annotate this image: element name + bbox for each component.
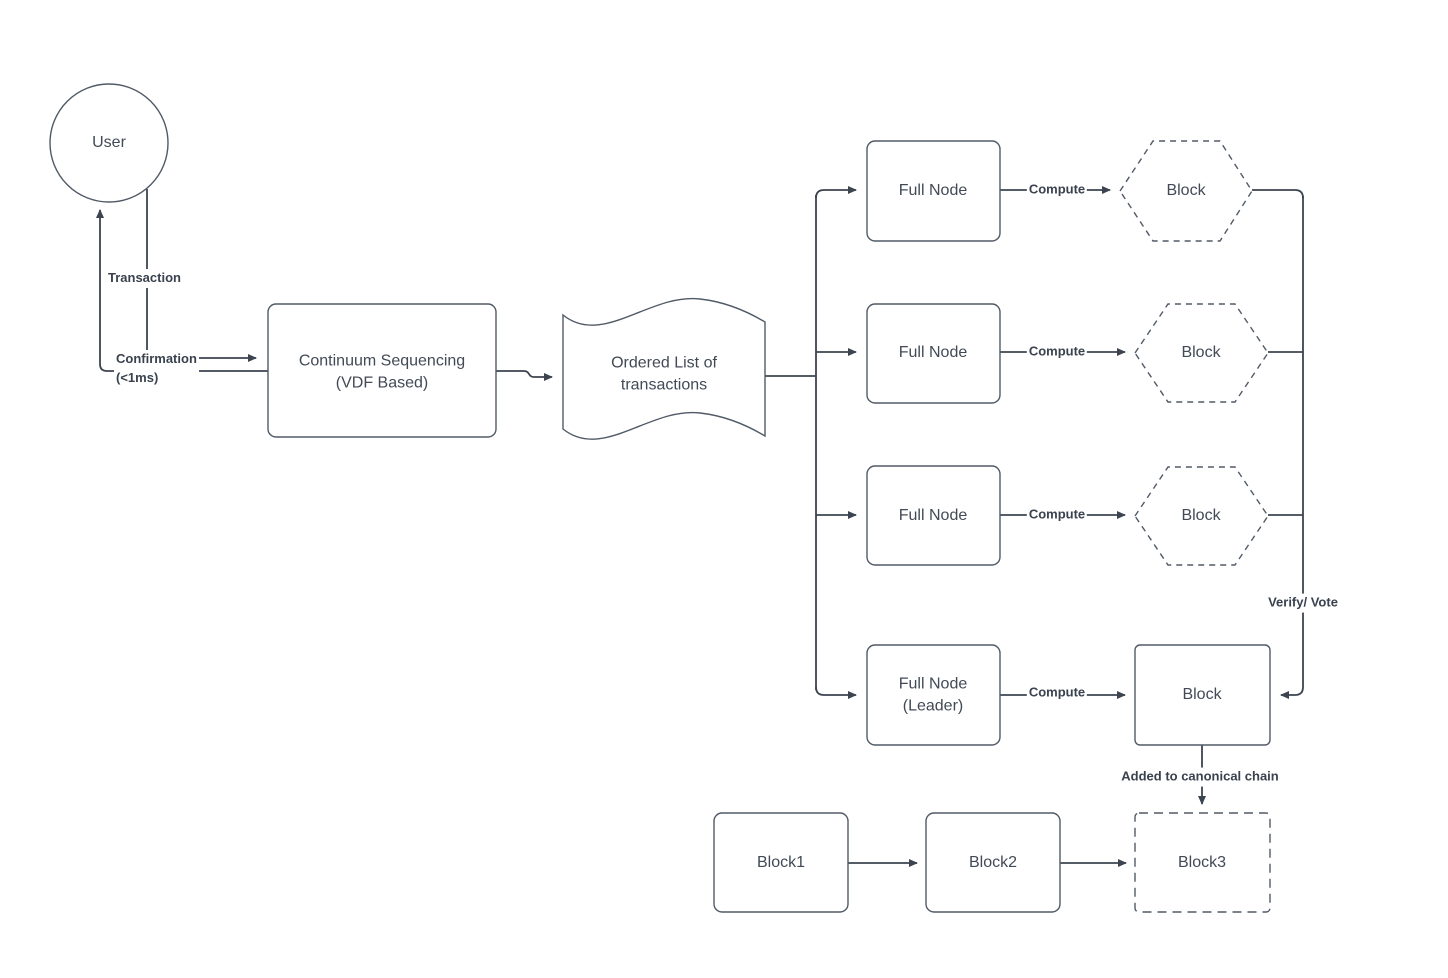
compute-edge-label-leader: Compute: [1026, 683, 1088, 703]
node-full-node-2: [866, 303, 1001, 404]
node-block-leader: [1134, 644, 1271, 746]
edge-rail-to-leader: [815, 686, 857, 699]
node-block-hex-3: [1134, 466, 1269, 566]
confirmation-edge-label: Confirmation (<1ms): [114, 350, 199, 388]
node-sequencer: [267, 303, 497, 438]
node-full-node-1: [866, 140, 1001, 242]
full-node-3-label: Full Node: [898, 507, 968, 525]
full-node-leader-line1: Full Node: [898, 675, 968, 693]
block-hex-2-label: Block: [1181, 344, 1221, 362]
confirmation-line1: Confirmation: [116, 351, 197, 366]
node-block-hex-2: [1134, 303, 1269, 403]
edge-rail-to-node1: [815, 186, 857, 199]
node-chain-block3: [1134, 812, 1271, 913]
full-node-2-label: Full Node: [898, 344, 968, 362]
compute-edge-label-1: Compute: [1026, 180, 1088, 200]
added-to-chain-edge-label: Added to canonical chain: [1119, 767, 1281, 787]
block-hex-3-label: Block: [1181, 507, 1221, 525]
compute-edge-label-3: Compute: [1026, 505, 1088, 525]
block-hex-1-label: Block: [1166, 182, 1206, 200]
ordered-list-label: Ordered List of transactions: [611, 352, 717, 395]
user-label: User: [92, 134, 126, 152]
compute-edge-label-2: Compute: [1026, 342, 1088, 362]
edge-block1-to-rail: [1252, 189, 1304, 199]
connector-lines: [96, 186, 1304, 867]
full-node-leader-label: Full Node (Leader): [899, 673, 967, 716]
full-node-1-label: Full Node: [898, 182, 968, 200]
ordered-list-label-line2: transactions: [620, 376, 708, 393]
block-leader-label: Block: [1182, 686, 1222, 704]
node-chain-block1: [713, 812, 849, 913]
confirmation-line2: (<1ms): [116, 369, 159, 385]
node-user: [49, 83, 169, 203]
sequencer-label-line1: Continuum Sequencing: [298, 352, 466, 370]
edge-confirmation: [96, 209, 268, 372]
chain-block1-label: Block1: [756, 854, 806, 872]
node-chain-block2: [925, 812, 1061, 913]
sequencer-label: Continuum Sequencing (VDF Based): [299, 350, 465, 393]
chain-block2-label: Block2: [968, 854, 1018, 872]
node-block-hex-1: [1119, 140, 1253, 242]
full-node-leader-line2: (Leader): [902, 697, 964, 714]
chain-block3-label: Block3: [1177, 854, 1227, 872]
edge-sequencer-to-list: [496, 370, 553, 381]
transaction-edge-label: Transaction: [106, 269, 183, 288]
rail-verify-vote: [1280, 196, 1304, 699]
node-ordered-list: [562, 297, 766, 440]
node-full-node-3: [866, 465, 1001, 566]
sequencer-label-line2: (VDF Based): [335, 374, 429, 391]
ordered-list-label-line1: Ordered List of: [611, 354, 717, 372]
verify-vote-edge-label: Verify/ Vote: [1266, 593, 1340, 613]
node-full-node-leader: [866, 644, 1001, 746]
